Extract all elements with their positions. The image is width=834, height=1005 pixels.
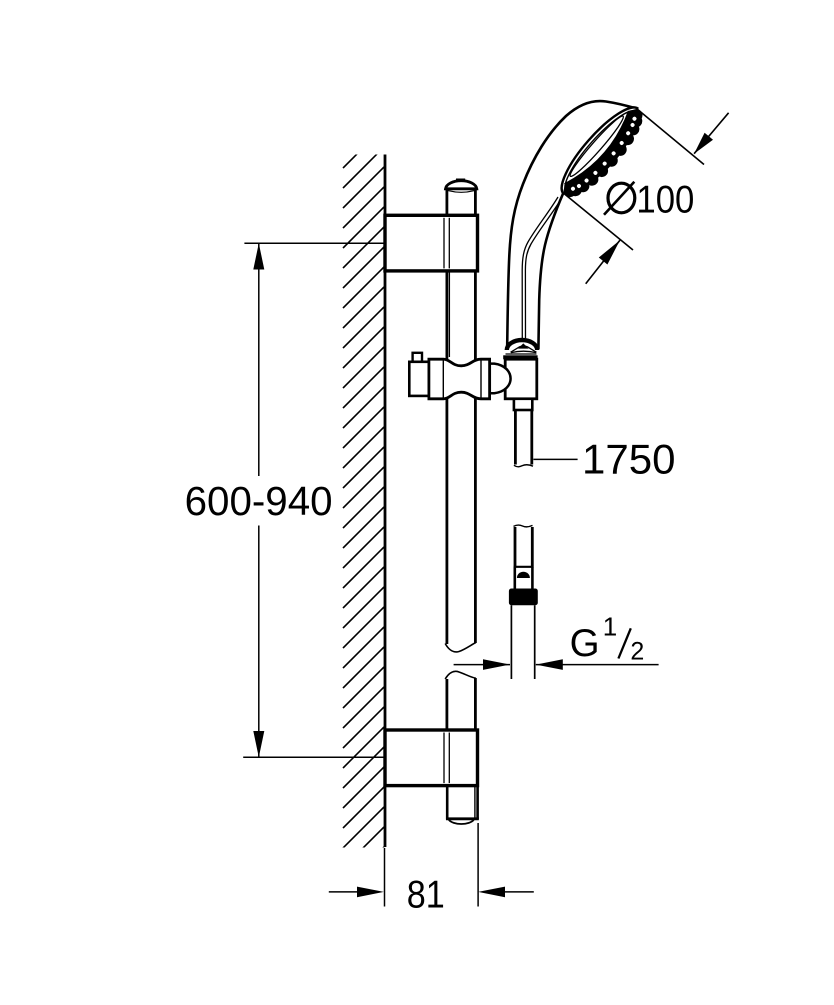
svg-text:2: 2: [630, 638, 644, 666]
svg-text:81: 81: [407, 873, 445, 916]
svg-text:100: 100: [636, 178, 694, 221]
svg-text:1750: 1750: [582, 436, 675, 483]
svg-text:600-940: 600-940: [185, 478, 333, 524]
svg-text:1: 1: [603, 611, 617, 641]
svg-text:G: G: [570, 622, 600, 665]
